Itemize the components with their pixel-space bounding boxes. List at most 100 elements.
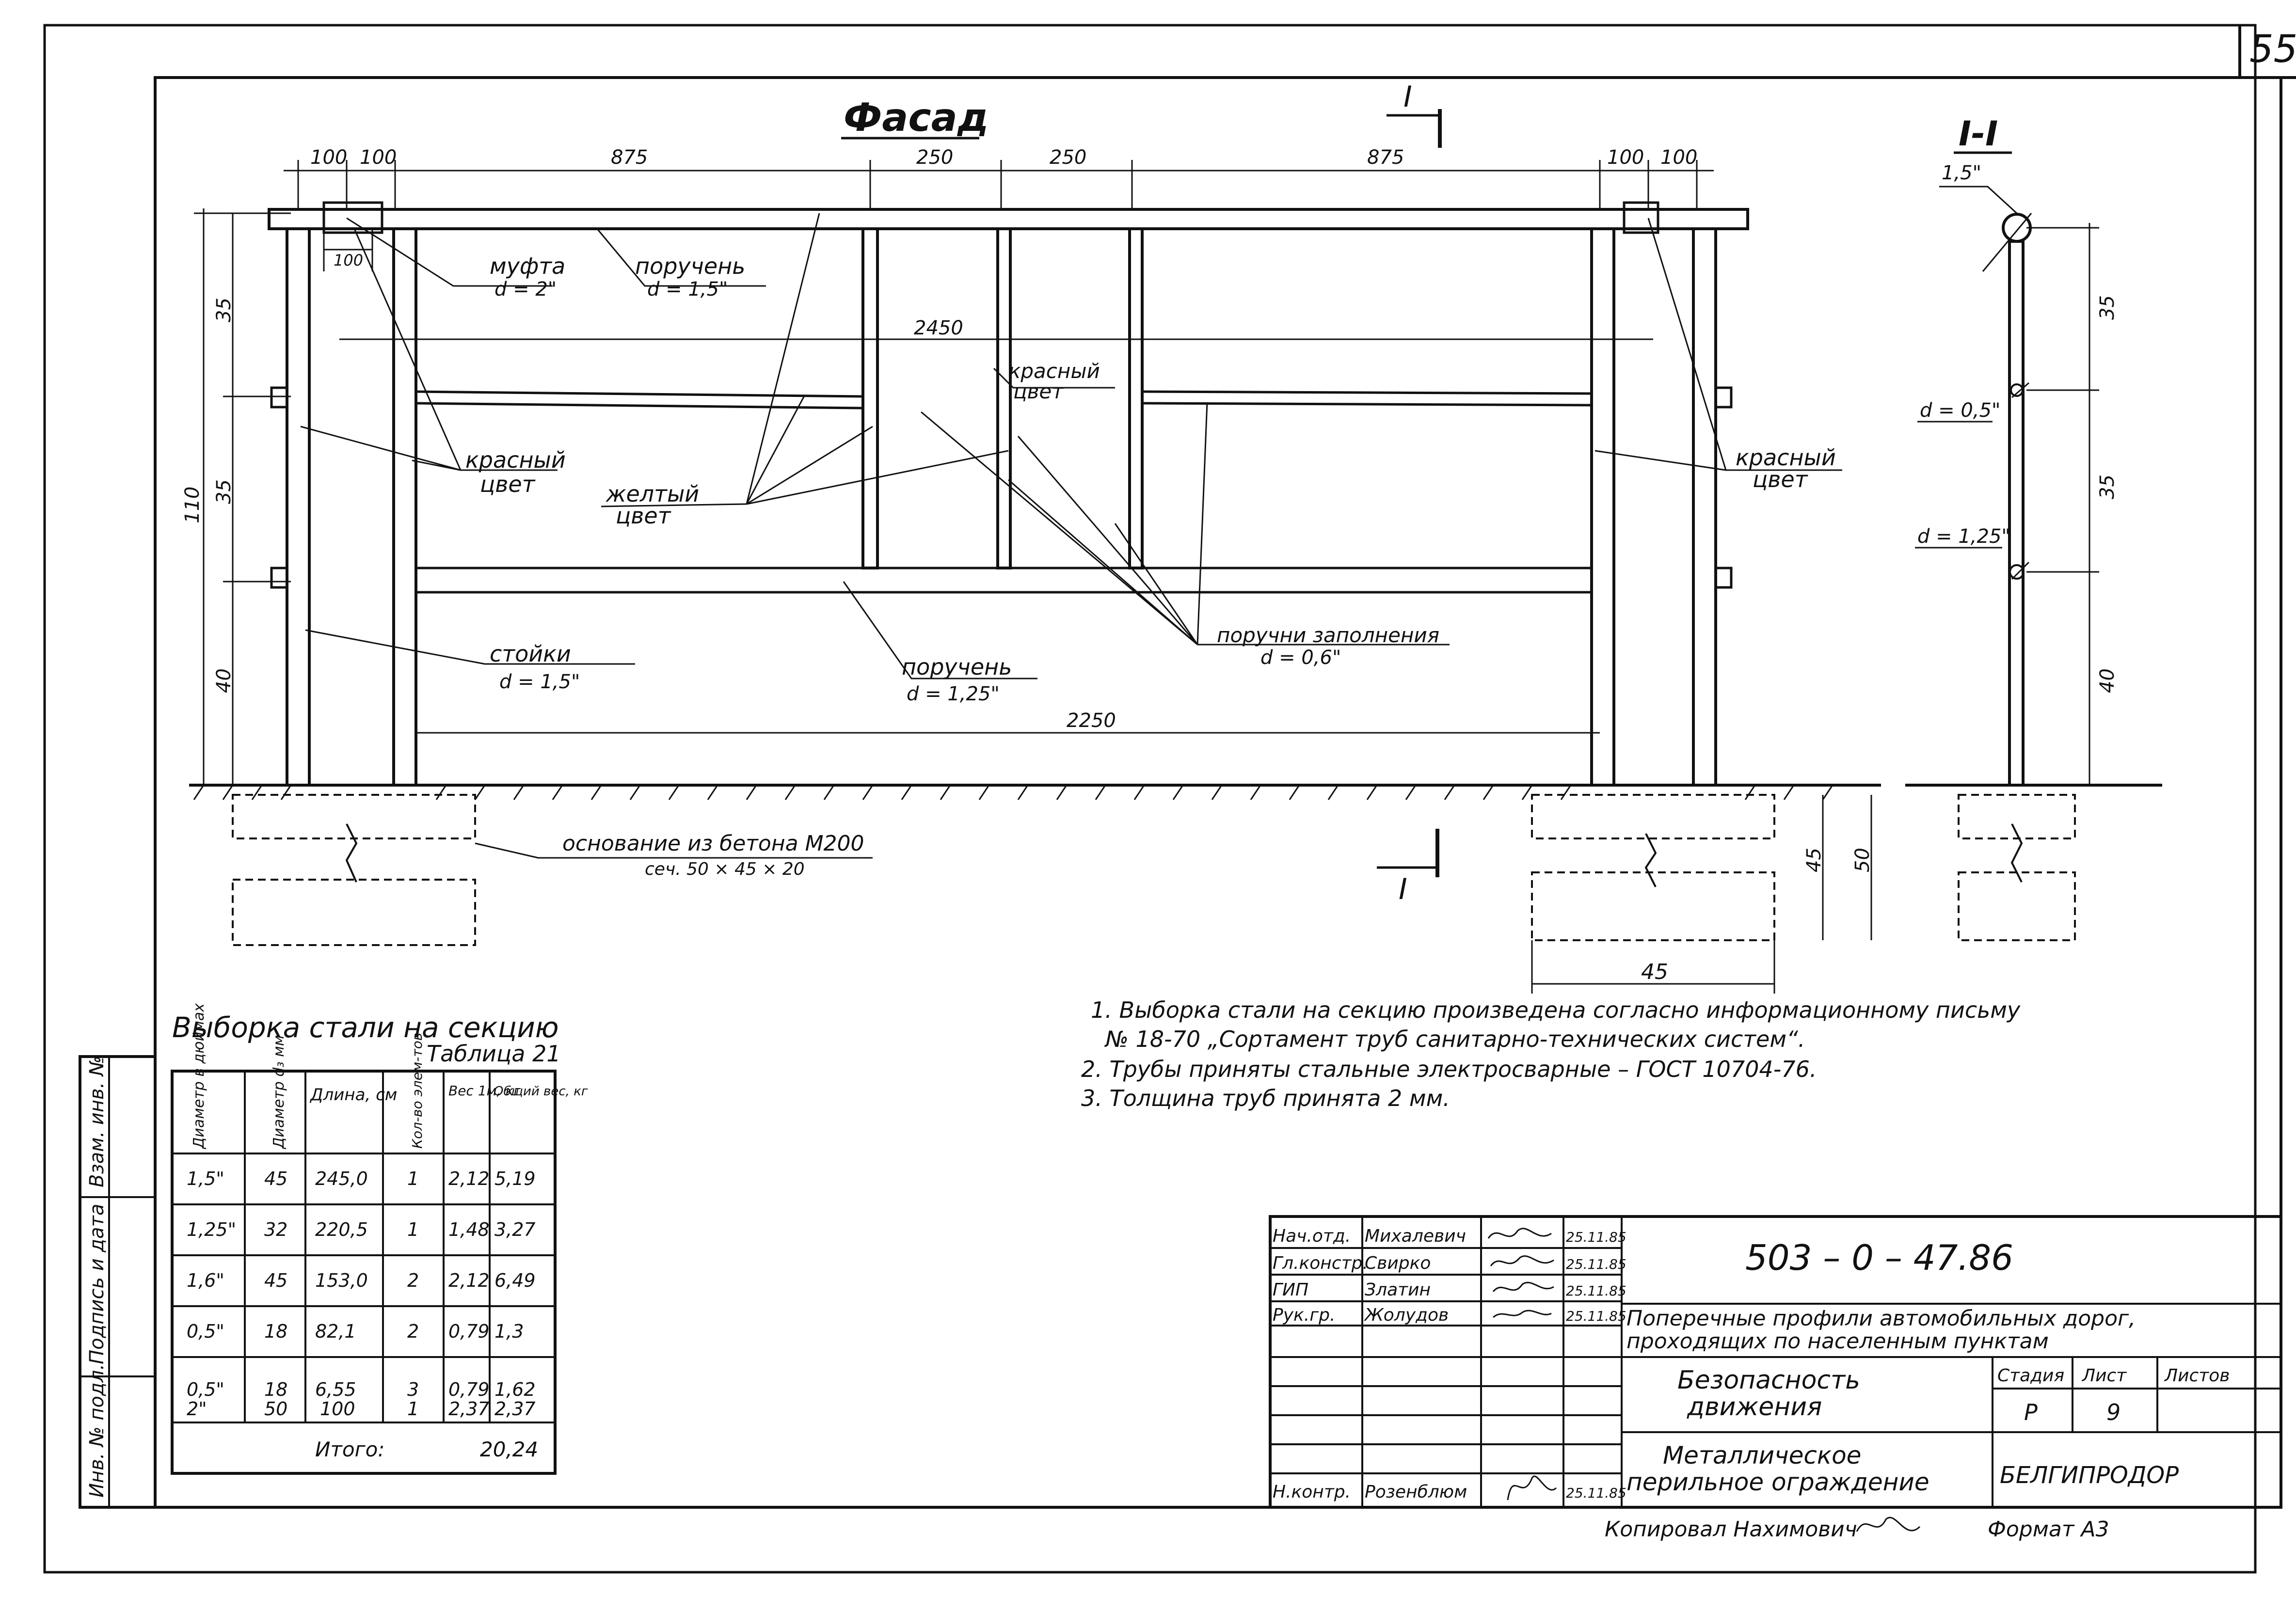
steel-cell: 32 — [264, 1219, 287, 1240]
steel-h-4: Вес 1м, кг — [448, 1083, 521, 1099]
label-red-right: красный — [1736, 444, 1836, 471]
label-red-left: красный — [465, 447, 566, 473]
steel-h-2: Длина, см — [309, 1085, 397, 1105]
tb-project-1: Поперечные профили автомобильных дорог, — [1626, 1306, 2136, 1331]
label-mufta: муфта — [490, 253, 565, 279]
label-poruchen-low: поручень — [902, 654, 1012, 680]
steel-cell: 18 — [264, 1321, 287, 1342]
steel-cell: 1 — [407, 1398, 419, 1420]
steel-cell: 1 — [407, 1219, 419, 1240]
outer-frame — [43, 24, 2257, 1574]
dim-top-2: 100 — [360, 146, 397, 169]
steel-cell: 45 — [264, 1270, 287, 1291]
steel-cell: 1,6" — [187, 1270, 224, 1291]
steel-h-0: Диаметр в дюймах — [191, 1003, 207, 1150]
note-1b: № 18-70 „Сортамент труб санитарно-технич… — [1104, 1026, 1805, 1052]
steel-table-title: Выборка стали на секцию — [172, 1011, 559, 1044]
steel-cell: 18 — [264, 1379, 287, 1400]
footing-right — [1531, 794, 1775, 941]
steel-cell: 100 — [320, 1398, 355, 1420]
tb-role: Рук.гр. — [1273, 1305, 1335, 1325]
tb-role: ГИП — [1273, 1280, 1308, 1300]
dim-left-1: 35 — [213, 298, 235, 322]
section-mark-top: I — [1403, 80, 1412, 114]
stamp-inv-podl: Инв. № подл. — [86, 1364, 108, 1498]
steel-cell: 220,5 — [315, 1219, 368, 1240]
footing-dim-45: 45 — [1803, 848, 1825, 872]
tb-date: 25.11.85 — [1566, 1485, 1626, 1501]
section-d1: d = 0,5" — [1920, 399, 2000, 422]
section-view: I-I 1,5" d = 0,5" d = 1,25" 35 35 40 — [1905, 114, 2162, 941]
dim-coupling: 100 — [334, 251, 363, 269]
tb-section-1: Безопасность — [1677, 1366, 1860, 1395]
section-title: I-I — [1959, 114, 1998, 154]
side-stamp: Инв. № подл. Подпись и дата Взам. инв. № — [79, 1055, 157, 1509]
steel-total-label: Итого: — [315, 1437, 385, 1461]
steel-cell: 1,25" — [187, 1219, 236, 1240]
mid-rails — [415, 390, 1593, 594]
steel-cell: 0,79 — [448, 1379, 490, 1400]
tb-copied: Копировал Нахимович — [1605, 1517, 1857, 1542]
tb-sheet-name-2: перильное ограждение — [1626, 1468, 1929, 1496]
footing-dim-50: 50 — [1851, 848, 1874, 872]
label-stoyki: стойки — [490, 641, 571, 667]
label-red-left-2: цвет — [480, 471, 536, 497]
steel-cell: 2,12 — [448, 1168, 490, 1189]
steel-cell: 1,5" — [187, 1168, 224, 1189]
steel-cell: 1 — [407, 1168, 419, 1189]
section-post — [2008, 240, 2025, 787]
footing-dim-width: 45 — [1641, 960, 1668, 984]
dim-2450: 2450 — [914, 317, 963, 339]
steel-cell: 5,19 — [494, 1168, 536, 1189]
steel-cell: 2,37 — [494, 1398, 536, 1420]
steel-cell: 245,0 — [315, 1168, 368, 1189]
steel-cell: 2,12 — [448, 1270, 490, 1291]
tb-sheets-label: Листов — [2164, 1366, 2230, 1386]
coupling-left — [322, 201, 383, 234]
dim-top-6: 875 — [1367, 146, 1404, 169]
notes: 1. Выборка стали на секцию произведена с… — [1081, 997, 2021, 1111]
label-red-mid: красный — [1008, 359, 1100, 383]
tb-project-2: проходящих по населенным пунктам — [1626, 1329, 2049, 1354]
dim-top-5: 250 — [1050, 146, 1086, 169]
label-poruchen-top-d: d = 1,5" — [647, 278, 728, 300]
dim-left-total: 110 — [181, 487, 204, 523]
steel-cell: 2 — [407, 1321, 419, 1342]
handrail-top — [268, 208, 1749, 230]
tb-format: Формат А3 — [1988, 1517, 2109, 1542]
dim-top-4: 250 — [916, 146, 953, 169]
tb-name: Михалевич — [1365, 1226, 1466, 1246]
steel-cell: 6,55 — [315, 1379, 356, 1400]
steel-cell: 0,5" — [187, 1321, 224, 1342]
label-poruchen-low-d: d = 1,25" — [907, 683, 1000, 705]
steel-h-5: Общий вес, кг — [494, 1084, 588, 1099]
steel-cell: 2" — [187, 1398, 207, 1420]
leader-lines — [300, 213, 1842, 859]
stamp-signature: Подпись и дата — [86, 1204, 108, 1364]
label-mufta-d: d = 2" — [494, 278, 557, 300]
note-3: 3. Толщина труб принята 2 мм. — [1081, 1085, 1450, 1111]
steel-cell: 82,1 — [315, 1321, 356, 1342]
steel-table-subtitle: Таблица 21 — [427, 1041, 561, 1067]
steel-h-3: Кол-во элем-тов — [409, 1033, 425, 1149]
dim-top-7: 100 — [1607, 146, 1644, 169]
tb-stage-label: Стадия — [1997, 1366, 2064, 1386]
footing-left — [232, 794, 476, 946]
note-2: 2. Трубы приняты стальные электросварные… — [1081, 1056, 1817, 1082]
tb-role: Н.контр. — [1273, 1482, 1351, 1502]
note-1: 1. Выборка стали на секцию произведена с… — [1091, 997, 2021, 1023]
tb-org: БЕЛГИПРОДОР — [2000, 1462, 2179, 1489]
tb-role: Гл.констр. — [1273, 1253, 1368, 1273]
tb-name: Жолудов — [1364, 1305, 1449, 1325]
tb-stage: Р — [2024, 1399, 2038, 1425]
steel-table: Выборка стали на секцию Таблица 21 Диаме… — [171, 1003, 588, 1475]
steel-total-value: 20,24 — [480, 1437, 538, 1461]
steel-cell: 50 — [264, 1398, 287, 1420]
label-stoyki-d: d = 1,5" — [499, 671, 580, 693]
steel-cell: 1,3 — [494, 1321, 524, 1342]
steel-cell: 1,48 — [448, 1219, 490, 1240]
label-base: основание из бетона М200 — [562, 831, 864, 856]
coupling-right — [1623, 201, 1659, 234]
section-dim-2: 35 — [2096, 474, 2119, 499]
